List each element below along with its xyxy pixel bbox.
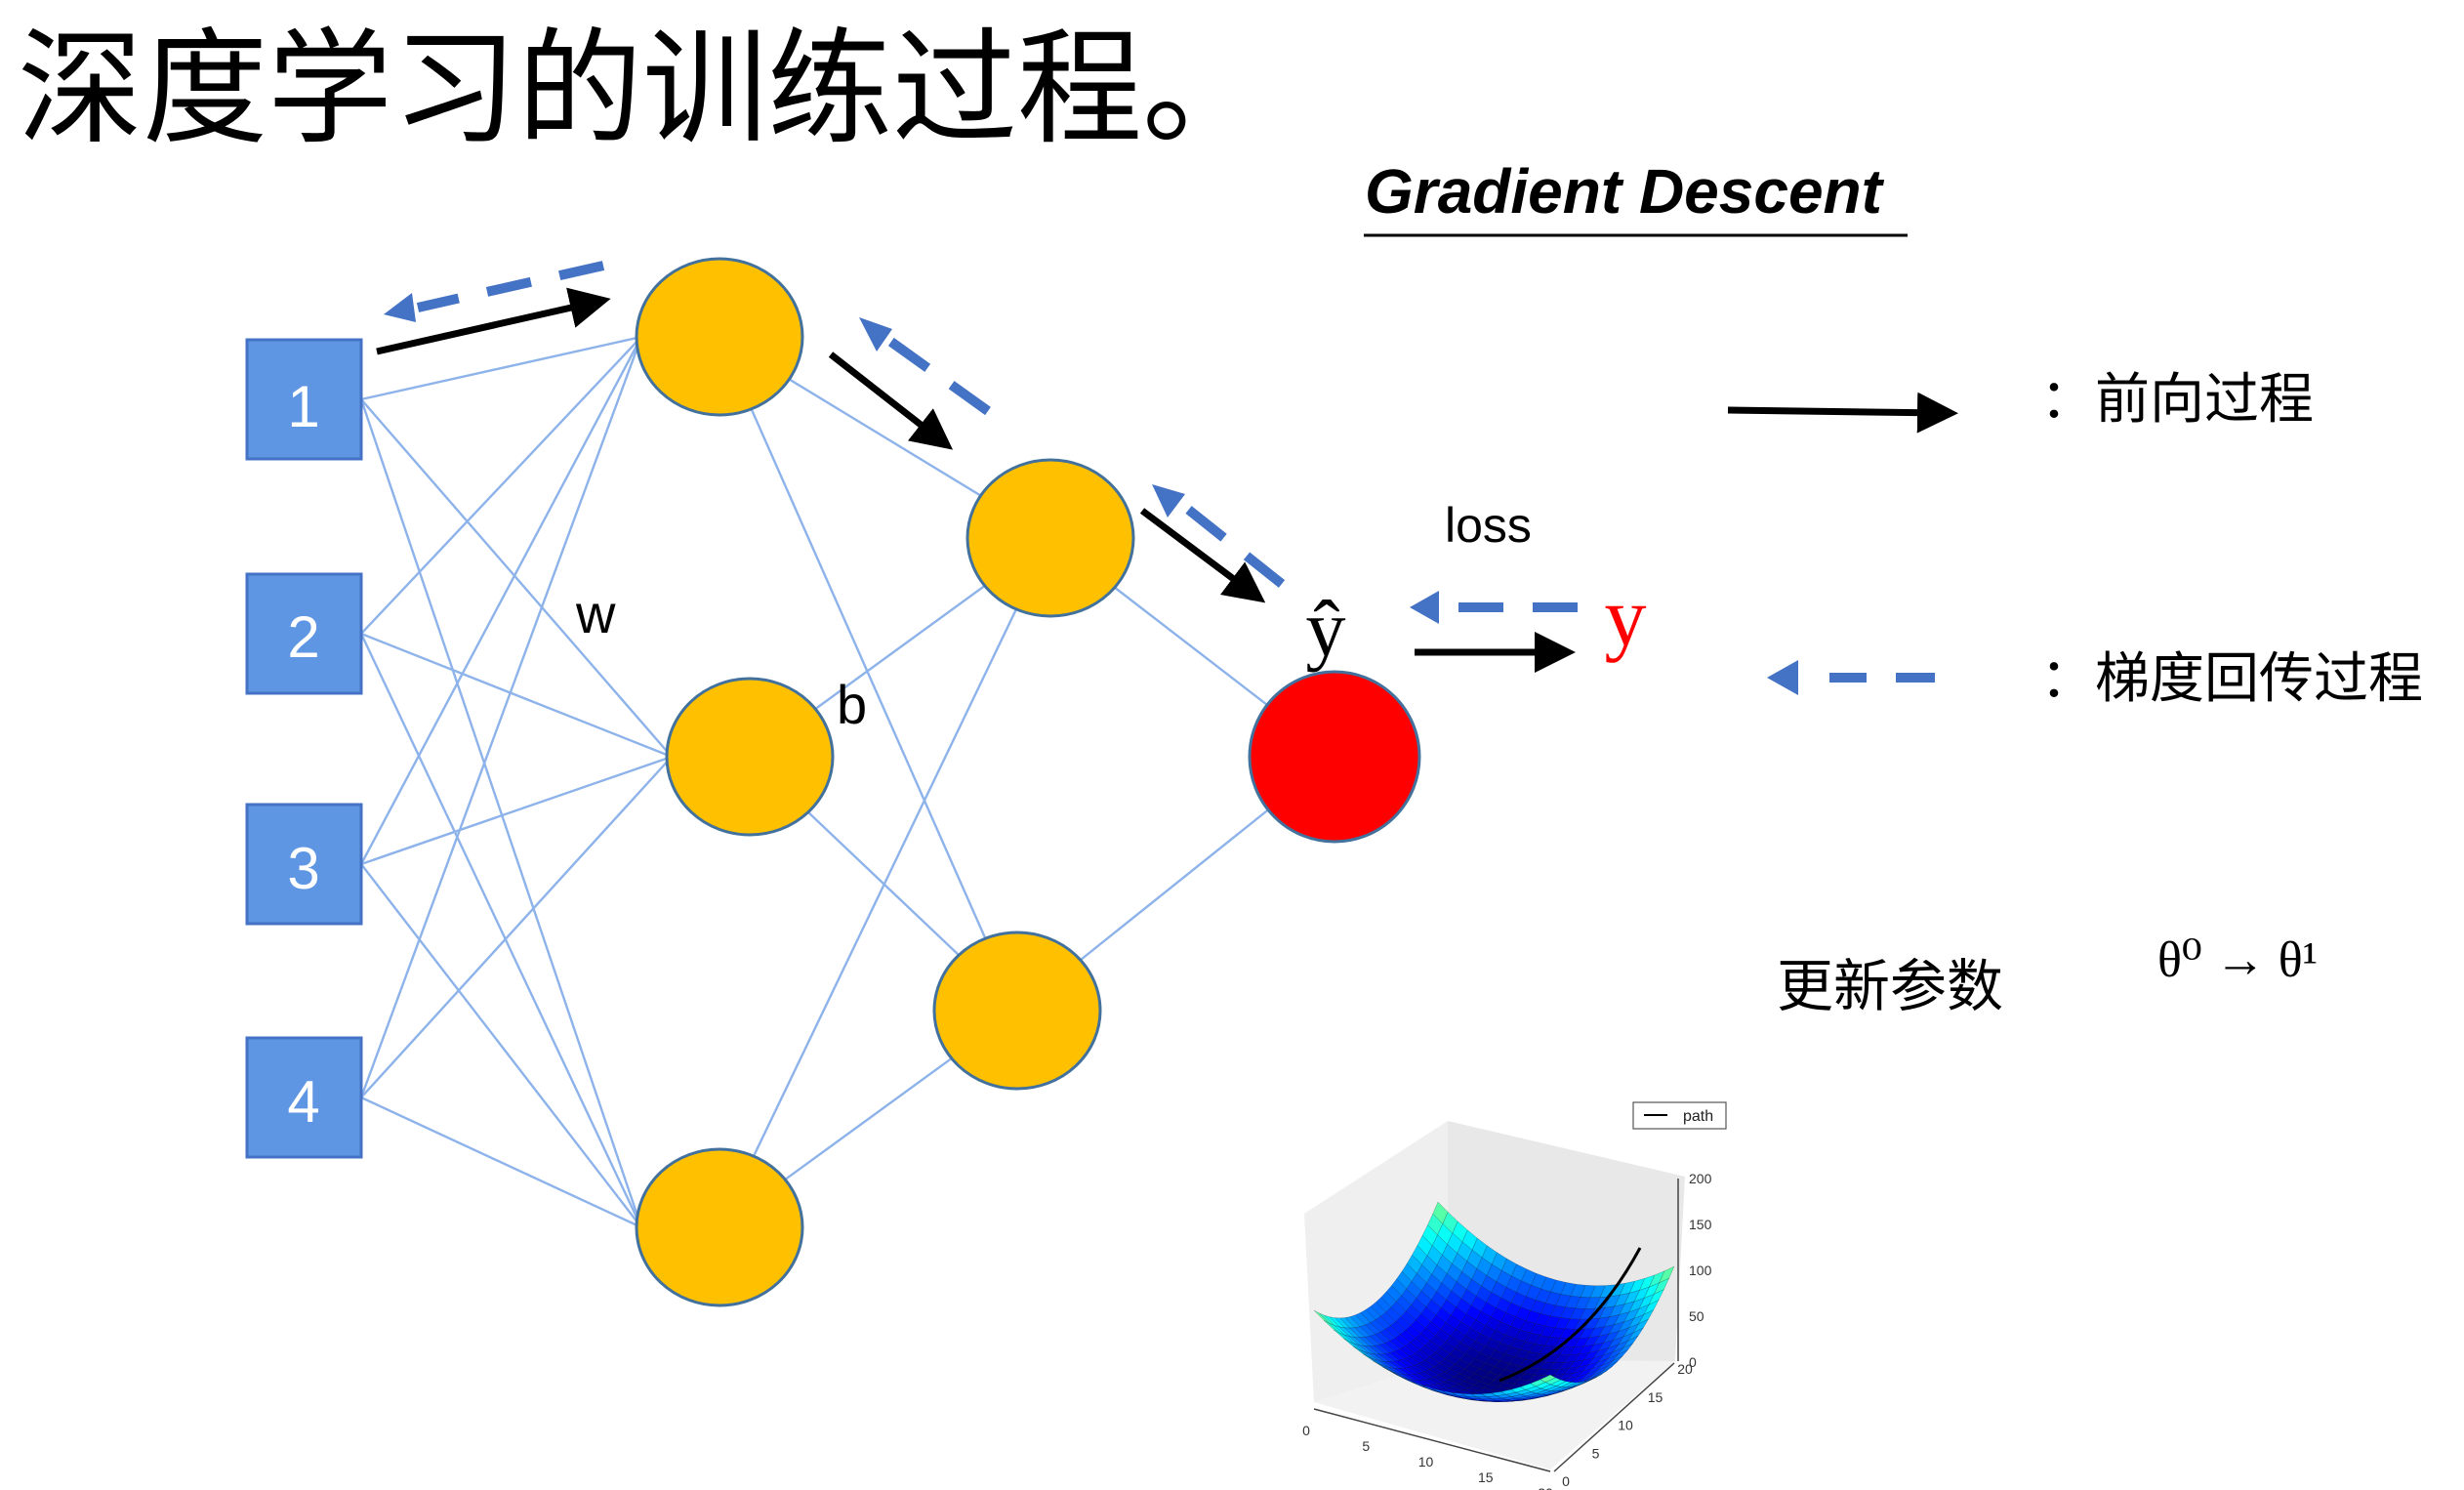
network-edges <box>359 335 1335 1229</box>
hidden-node-1-1 <box>635 257 804 417</box>
input-node-3: 3 <box>245 803 363 926</box>
edge-input4-h1-1 <box>359 336 643 1098</box>
input-label-1: 1 <box>287 374 319 439</box>
surface-cell <box>1596 1366 1613 1376</box>
input-node-2: 2 <box>245 572 363 695</box>
x-tick-label: 15 <box>1478 1469 1494 1485</box>
forward-arrow-h1-h2 <box>828 352 954 450</box>
backward-arrow-y-yhat <box>1410 591 1578 624</box>
surface-cell <box>1637 1309 1655 1325</box>
edge-h1-3-h2-1 <box>718 537 1052 1228</box>
surface-cell <box>1643 1299 1660 1315</box>
forward-arrow-h2-yhat <box>1139 508 1266 603</box>
z-tick-label: 200 <box>1689 1171 1712 1186</box>
y-axis-line <box>1553 1362 1675 1472</box>
edge-input1-h1-3 <box>359 398 643 1228</box>
input-node-4: 4 <box>245 1036 363 1159</box>
y-tick-label: 15 <box>1648 1389 1663 1405</box>
descent-path-line <box>1499 1247 1642 1383</box>
forward-arrow-input-h1 <box>376 287 611 355</box>
bias-label: b <box>837 674 867 735</box>
backward-arrow-yhat-h2 <box>1152 484 1286 588</box>
z-tick-label: 50 <box>1689 1308 1704 1324</box>
legend-forward-label: ：前向过程 <box>2040 368 2314 430</box>
surface-cell <box>1622 1335 1639 1349</box>
z-tick-label: 100 <box>1689 1262 1712 1278</box>
y-tick-label: 10 <box>1618 1418 1633 1433</box>
edge-input4-h1-3 <box>360 1096 642 1229</box>
surface-cell <box>1602 1361 1618 1372</box>
y-tick-label: 20 <box>1677 1361 1693 1377</box>
edge-input2-h1-2 <box>360 632 673 759</box>
output-node <box>1248 670 1421 844</box>
hidden-node-2-2 <box>932 931 1102 1091</box>
x-tick-label: 20 <box>1538 1485 1553 1490</box>
slide-title: 深度学习的训练过程。 <box>18 17 1267 162</box>
x-tick-label: 10 <box>1418 1454 1434 1469</box>
backward-arrow-h2-h1 <box>859 317 991 416</box>
surface-cell <box>1659 1265 1675 1284</box>
chart-ticks: 0510152005101520050100150200 <box>1302 1171 1711 1490</box>
legend-backward-arrow <box>1767 660 1935 695</box>
surface-cell <box>1627 1327 1644 1342</box>
edge-input3-h1-2 <box>360 755 673 866</box>
surface-cell <box>1618 1343 1633 1355</box>
z-tick-label: 0 <box>1689 1354 1697 1370</box>
input-label-3: 3 <box>287 836 319 901</box>
edge-input1-h1-2 <box>360 398 673 758</box>
weight-label: w <box>575 583 616 644</box>
backward-arrow-h1-input <box>384 261 605 322</box>
x-tick-label: 5 <box>1362 1438 1370 1454</box>
edge-input3-h1-1 <box>359 336 643 865</box>
gradient-surface-chart: 0510152005101520050100150200 path <box>1302 1101 1727 1490</box>
input-label-4: 4 <box>287 1069 319 1135</box>
legend-backward-label: ：梯度回传过程 <box>2040 647 2423 709</box>
edge-input2-h1-1 <box>360 336 642 635</box>
edge-h1-1-h2-2 <box>718 336 1019 1012</box>
loss-label: loss <box>1445 498 1532 553</box>
input-node-1: 1 <box>245 338 363 461</box>
surface-cell <box>1648 1289 1664 1305</box>
edge-input4-h1-2 <box>360 756 673 1098</box>
surface-cell <box>1540 1374 1556 1383</box>
prediction-label: ŷ <box>1306 584 1346 673</box>
edge-input2-h1-3 <box>359 633 643 1228</box>
update-params-label: 更新参数 <box>1777 955 2003 1018</box>
surface-cell <box>1632 1318 1650 1334</box>
legend-path-label: path <box>1683 1108 1713 1125</box>
surface-cell <box>1653 1277 1670 1295</box>
y-tick-label: 0 <box>1562 1473 1570 1489</box>
edge-input3-h1-3 <box>360 863 642 1228</box>
hidden-node-1-3 <box>635 1147 804 1307</box>
z-tick-label: 150 <box>1689 1217 1712 1232</box>
gradient-descent-heading: Gradient Descent <box>1365 156 1885 227</box>
edge-input1-h1-1 <box>360 335 642 401</box>
update-formula: θ⁰ → θ¹ <box>2157 932 2318 988</box>
x-axis-line <box>1313 1408 1551 1472</box>
surface-cell <box>1591 1370 1608 1380</box>
x-tick-label: 0 <box>1302 1423 1310 1438</box>
hidden-node-1-2 <box>665 677 835 837</box>
surface-mesh <box>1313 1201 1675 1402</box>
surface-cell <box>1607 1355 1623 1367</box>
y-tick-label: 5 <box>1592 1445 1600 1461</box>
surface-cell <box>1612 1349 1628 1361</box>
hidden-node-2-1 <box>965 458 1135 618</box>
legend-forward-arrow <box>1727 392 1958 434</box>
chart-floor-pane <box>1314 1360 1675 1469</box>
input-label-2: 2 <box>287 604 319 670</box>
target-label: y <box>1605 569 1647 663</box>
chart-legend: path <box>1632 1101 1727 1130</box>
